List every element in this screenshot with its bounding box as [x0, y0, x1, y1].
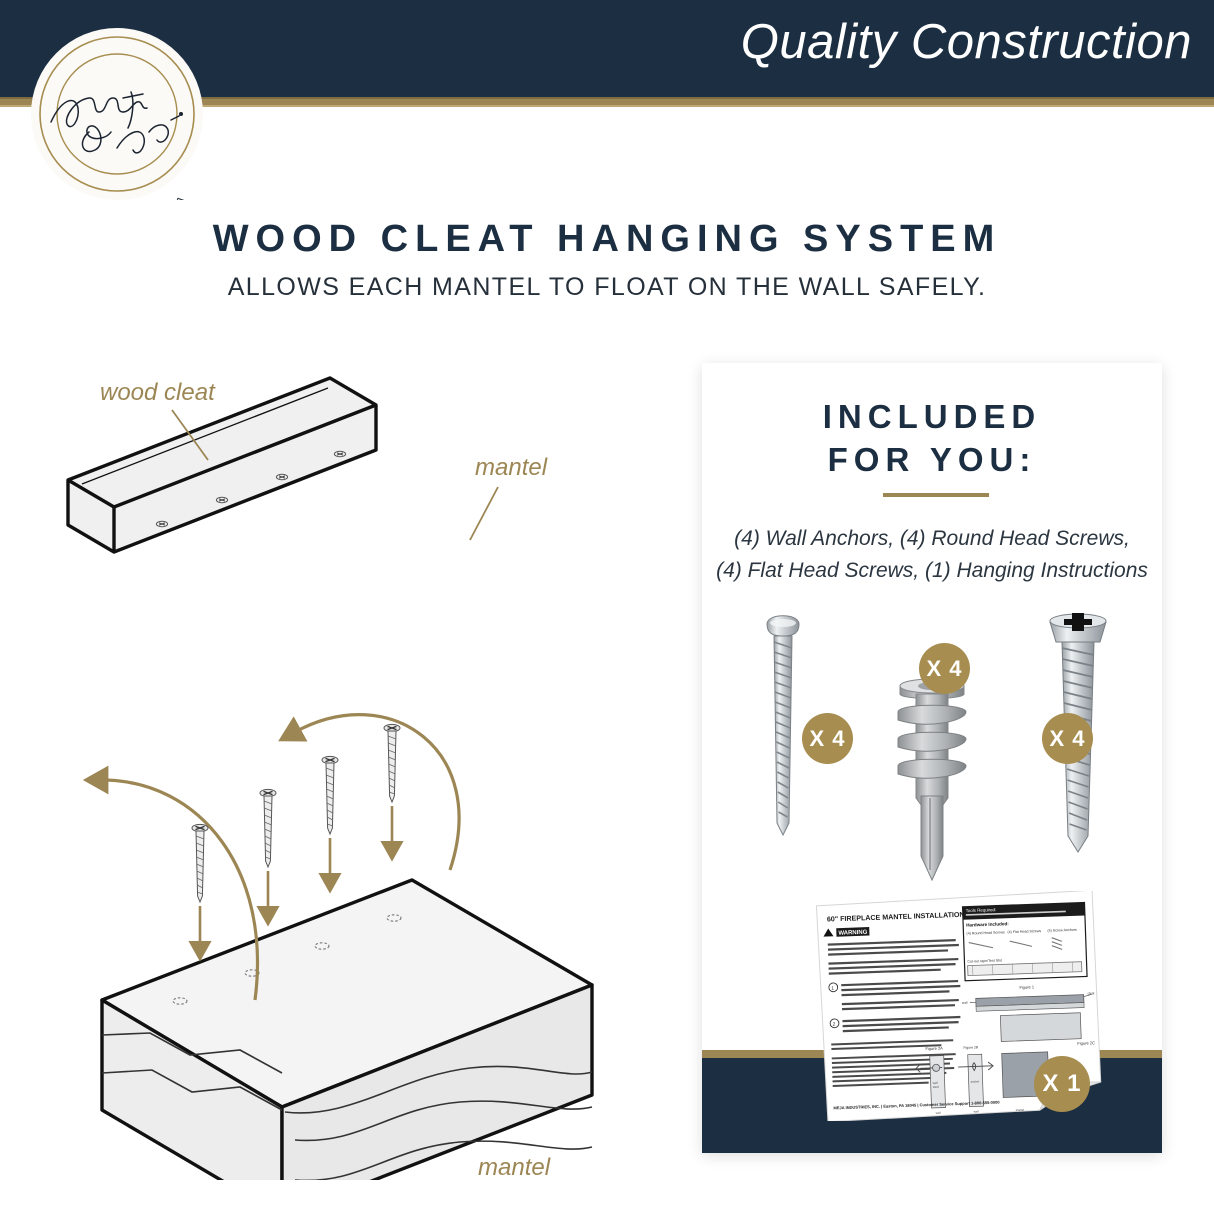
top-labels: wood cleat mantel [100, 379, 548, 541]
svg-text:Figure 1: Figure 1 [1019, 984, 1035, 990]
label-wood-cleat-top: wood cleat [100, 379, 216, 406]
page-title: WOOD CLEAT HANGING SYSTEM [212, 218, 1002, 260]
svg-text:wall: wall [962, 1001, 968, 1005]
sheet-tools-box: Tools Required: Hardware Included: (4) R… [961, 901, 1088, 982]
header-gold-divider [0, 97, 1214, 107]
svg-text:(4) Flat Head Screws: (4) Flat Head Screws [1007, 929, 1041, 934]
top-assembly-arrows [82, 713, 461, 1001]
card-contents-line2: (4) Flat Head Screws, (1) Hanging Instru… [716, 559, 1148, 582]
svg-text:anchor: anchor [971, 1079, 980, 1083]
label-mantel-top: mantel [475, 454, 548, 481]
sheet-footer: MEJA INDUSTRIES, INC. | Easton, PA 18045… [833, 1100, 1000, 1111]
badge-wall-anchor: X 4 [919, 643, 970, 694]
bottom-screws [188, 723, 404, 962]
badge-round-head-screw: X 4 [802, 713, 853, 764]
sheet-figure-1: Figure 1 wall cleat [962, 984, 1095, 1042]
card-title: INCLUDED FOR YOU: [702, 395, 1162, 481]
svg-text:Tools Required:: Tools Required: [966, 907, 997, 913]
badge-flat-head-screw: X 4 [1042, 713, 1093, 764]
top-wood-cleat [66, 376, 378, 554]
bottom-labels: wood cleat mantel [478, 1154, 551, 1180]
assembly-diagrams: wood cleat mantel [60, 350, 680, 1180]
top-mantel [100, 878, 594, 1180]
svg-text:2: 2 [832, 1022, 835, 1028]
card-contents: (4) Wall Anchors, (4) Round Head Screws,… [702, 523, 1162, 587]
wall-anchor-image [897, 678, 967, 882]
svg-text:Cut-out tape/Test Slot: Cut-out tape/Test Slot [967, 958, 1002, 963]
instruction-sheet-image: 60" FIREPLACE MANTEL INSTALLATION INSTRU… [814, 891, 1102, 1121]
label-mantel-bottom: mantel [478, 1154, 551, 1180]
svg-text:Hardware Included:: Hardware Included: [966, 921, 1009, 928]
card-title-line1: INCLUDED [822, 398, 1042, 435]
svg-text:Figure 2B: Figure 2B [963, 1045, 979, 1050]
card-divider [883, 493, 989, 497]
header-band [0, 0, 1214, 97]
brand-logo: CREATIVE DÉCOR HOME [31, 28, 203, 200]
sheet-warning: WARNING [823, 927, 870, 937]
svg-text:mantel: mantel [1016, 1108, 1025, 1112]
page-subtitle: ALLOWS EACH MANTEL TO FLOAT ON THE WALL … [227, 273, 987, 301]
svg-text:(4) Screw Anchors: (4) Screw Anchors [1047, 928, 1077, 933]
svg-text:HOME: HOME [46, 198, 102, 200]
svg-text:(4) Round Head Screws: (4) Round Head Screws [966, 930, 1005, 935]
svg-text:wall: wall [936, 1111, 941, 1115]
svg-text:Figure 2C: Figure 2C [1077, 1040, 1095, 1046]
round-head-screw-image [766, 615, 800, 837]
card-title-line2: FOR YOU: [827, 441, 1037, 478]
included-for-you-card: INCLUDED FOR YOU: (4) Wall Anchors, (4) … [702, 363, 1162, 1153]
svg-text:Figure 2A: Figure 2A [925, 1046, 943, 1052]
svg-text:WARNING: WARNING [838, 930, 868, 937]
svg-text:cleat: cleat [933, 1085, 939, 1089]
svg-text:wall: wall [933, 1081, 938, 1085]
svg-text:cleat: cleat [1088, 991, 1095, 995]
badge-hanging-instructions: X 1 [1034, 1056, 1090, 1112]
svg-text:wall: wall [974, 1109, 979, 1113]
svg-text:1: 1 [831, 986, 834, 992]
card-contents-line1: (4) Wall Anchors, (4) Round Head Screws, [734, 527, 1130, 550]
header-title: Quality Construction [740, 15, 1192, 69]
